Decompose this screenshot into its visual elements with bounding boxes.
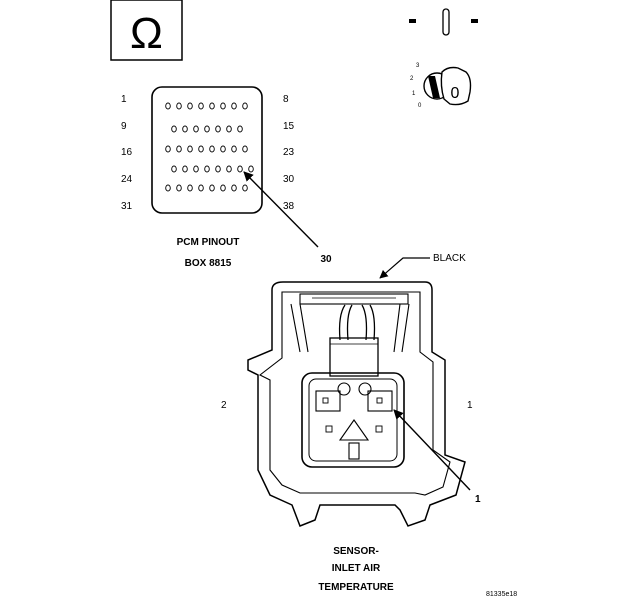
pcm-pin-hole [215, 125, 221, 133]
sensor-connector [247, 281, 466, 527]
pcm-pin-hole [198, 145, 204, 153]
svg-text:15: 15 [283, 121, 295, 132]
pcm-pin-hole [165, 145, 171, 153]
pcm-pin-hole [209, 102, 215, 110]
pcm-pin-hole [226, 125, 232, 133]
pcm-pin-hole [176, 184, 182, 192]
pcm-pin-hole [209, 184, 215, 192]
pcm-pin-hole [231, 102, 237, 110]
ohmmeter-symbol: Ω [110, 0, 183, 61]
pcm-pin-hole [193, 165, 199, 173]
pcm-pin-hole [220, 145, 226, 153]
svg-text:1: 1 [121, 94, 127, 105]
pcm-pin-hole [193, 125, 199, 133]
range-knob-icon: 3 2 1 0 0 [410, 63, 472, 109]
pcm-pin-hole [242, 145, 248, 153]
pcm-pin-labels-right: 8 15 23 30 38 [283, 94, 295, 212]
black-leader [379, 257, 430, 279]
svg-text:23: 23 [283, 147, 295, 158]
svg-text:30: 30 [283, 174, 295, 185]
pcm-pin-hole [187, 145, 193, 153]
sensor-title-line1: SENSOR- [333, 546, 379, 557]
ohm-icon: Ω [130, 9, 163, 58]
svg-text:16: 16 [121, 147, 133, 158]
pcm-pin-hole [237, 165, 243, 173]
pcm-pin-hole [231, 145, 237, 153]
pcm-pin-hole [204, 165, 210, 173]
pcm-title: PCM PINOUT [177, 237, 240, 248]
pcm-pin-hole [220, 102, 226, 110]
pcm-connector [151, 86, 263, 214]
connector-pin-1-label: 1 [467, 400, 473, 411]
figure-id: 81335e18 [486, 591, 517, 598]
pcm-pin-hole [209, 145, 215, 153]
pcm-pin-hole [226, 165, 232, 173]
pcm-pin-hole [220, 184, 226, 192]
pcm-pin-hole [237, 125, 243, 133]
pcm-pin-hole [182, 165, 188, 173]
pcm-pin-hole [176, 102, 182, 110]
pcm-pin-hole [242, 184, 248, 192]
meter-function-indicator [409, 8, 478, 36]
svg-text:9: 9 [121, 121, 127, 132]
connector-pin-2-label: 2 [221, 400, 227, 411]
svg-text:24: 24 [121, 174, 133, 185]
svg-text:0: 0 [418, 103, 422, 109]
pcm-pin-hole [187, 102, 193, 110]
pcm-pin-hole [198, 102, 204, 110]
pcm-pin-hole [204, 125, 210, 133]
sensor-title-line3: TEMPERATURE [318, 582, 394, 593]
svg-text:31: 31 [121, 201, 133, 212]
pcm-pin-hole [182, 125, 188, 133]
svg-text:2: 2 [410, 76, 414, 82]
pcm-box-label: BOX 8815 [185, 258, 232, 269]
svg-text:38: 38 [283, 201, 295, 212]
pcm-pin-hole [198, 184, 204, 192]
pcm-pin-hole [176, 145, 182, 153]
svg-text:3: 3 [416, 63, 420, 69]
pcm-pin-hole [242, 102, 248, 110]
pcm-pin-hole [215, 165, 221, 173]
pcm-pin-hole [231, 184, 237, 192]
svg-text:1: 1 [412, 91, 416, 97]
sensor-pointer-label: 1 [475, 494, 481, 505]
pcm-pin-hole [171, 165, 177, 173]
knob-value-label: 0 [451, 85, 460, 102]
pcm-pin-labels-left: 1 9 16 24 31 [121, 94, 133, 212]
sensor-pin-pointer [393, 409, 471, 491]
pcm-pin-pointer [243, 171, 319, 248]
pcm-pin-hole [187, 184, 193, 192]
connector-color-label: BLACK [433, 253, 466, 264]
pcm-pin-hole [165, 102, 171, 110]
sensor-title-line2: INLET AIR [332, 563, 381, 574]
pcm-pin-hole [171, 125, 177, 133]
svg-text:8: 8 [283, 94, 289, 105]
pcm-pin-hole [165, 184, 171, 192]
pcm-pointer-label: 30 [320, 254, 332, 265]
